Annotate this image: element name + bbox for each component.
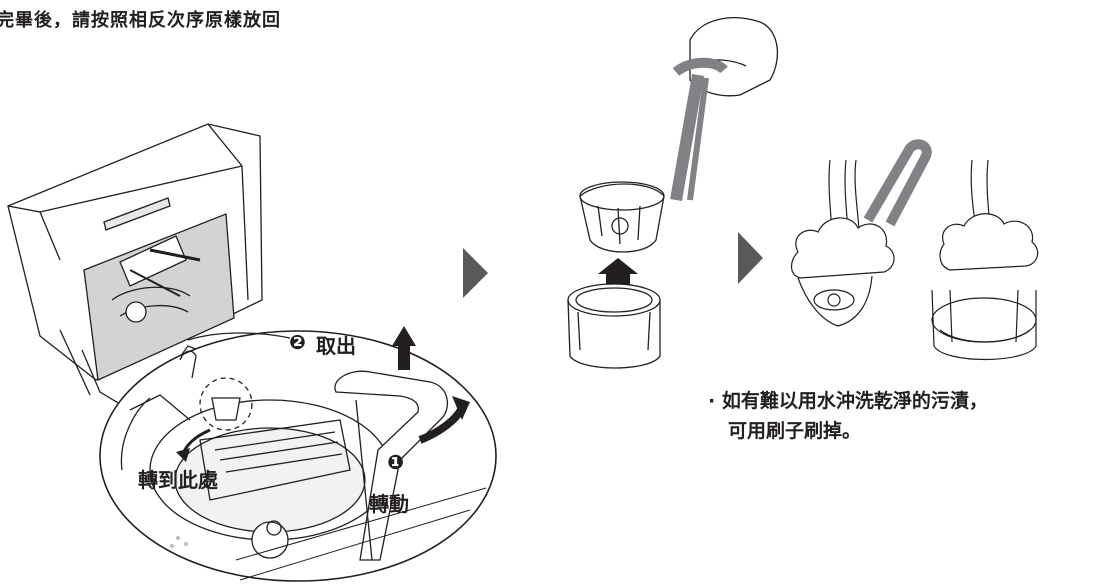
rotate-target-arrow	[176, 428, 211, 462]
rotate-target-label: 轉到此處	[138, 468, 218, 492]
next-step-chevron-1	[463, 248, 488, 298]
washing-illustration	[790, 139, 1039, 361]
bullet: ·	[708, 390, 716, 412]
cleaning-note-line-2: 可用刷子刷掉。	[728, 420, 862, 442]
step-2-marker: ❷	[289, 330, 306, 354]
rotate-arrow	[418, 396, 470, 444]
filter-removal-illustration	[567, 17, 779, 369]
pull-up-arrow	[392, 326, 416, 370]
step-1-marker: ❶	[387, 450, 404, 474]
instruction-heading: 完畢後，請按照相反次序原樣放回	[0, 10, 281, 31]
cleaning-note-line-1: · 如有難以用水沖洗乾淨的污漬，	[708, 390, 988, 412]
step-2-label: 取出	[316, 334, 356, 358]
detail-zoom	[99, 330, 497, 582]
dishwasher-illustration	[7, 123, 263, 411]
cleaning-note: · 如有難以用水沖洗乾淨的污漬， 可用刷子刷掉。	[708, 386, 988, 446]
step-1-label: 轉動	[369, 492, 409, 516]
next-step-chevron-2	[738, 232, 763, 284]
